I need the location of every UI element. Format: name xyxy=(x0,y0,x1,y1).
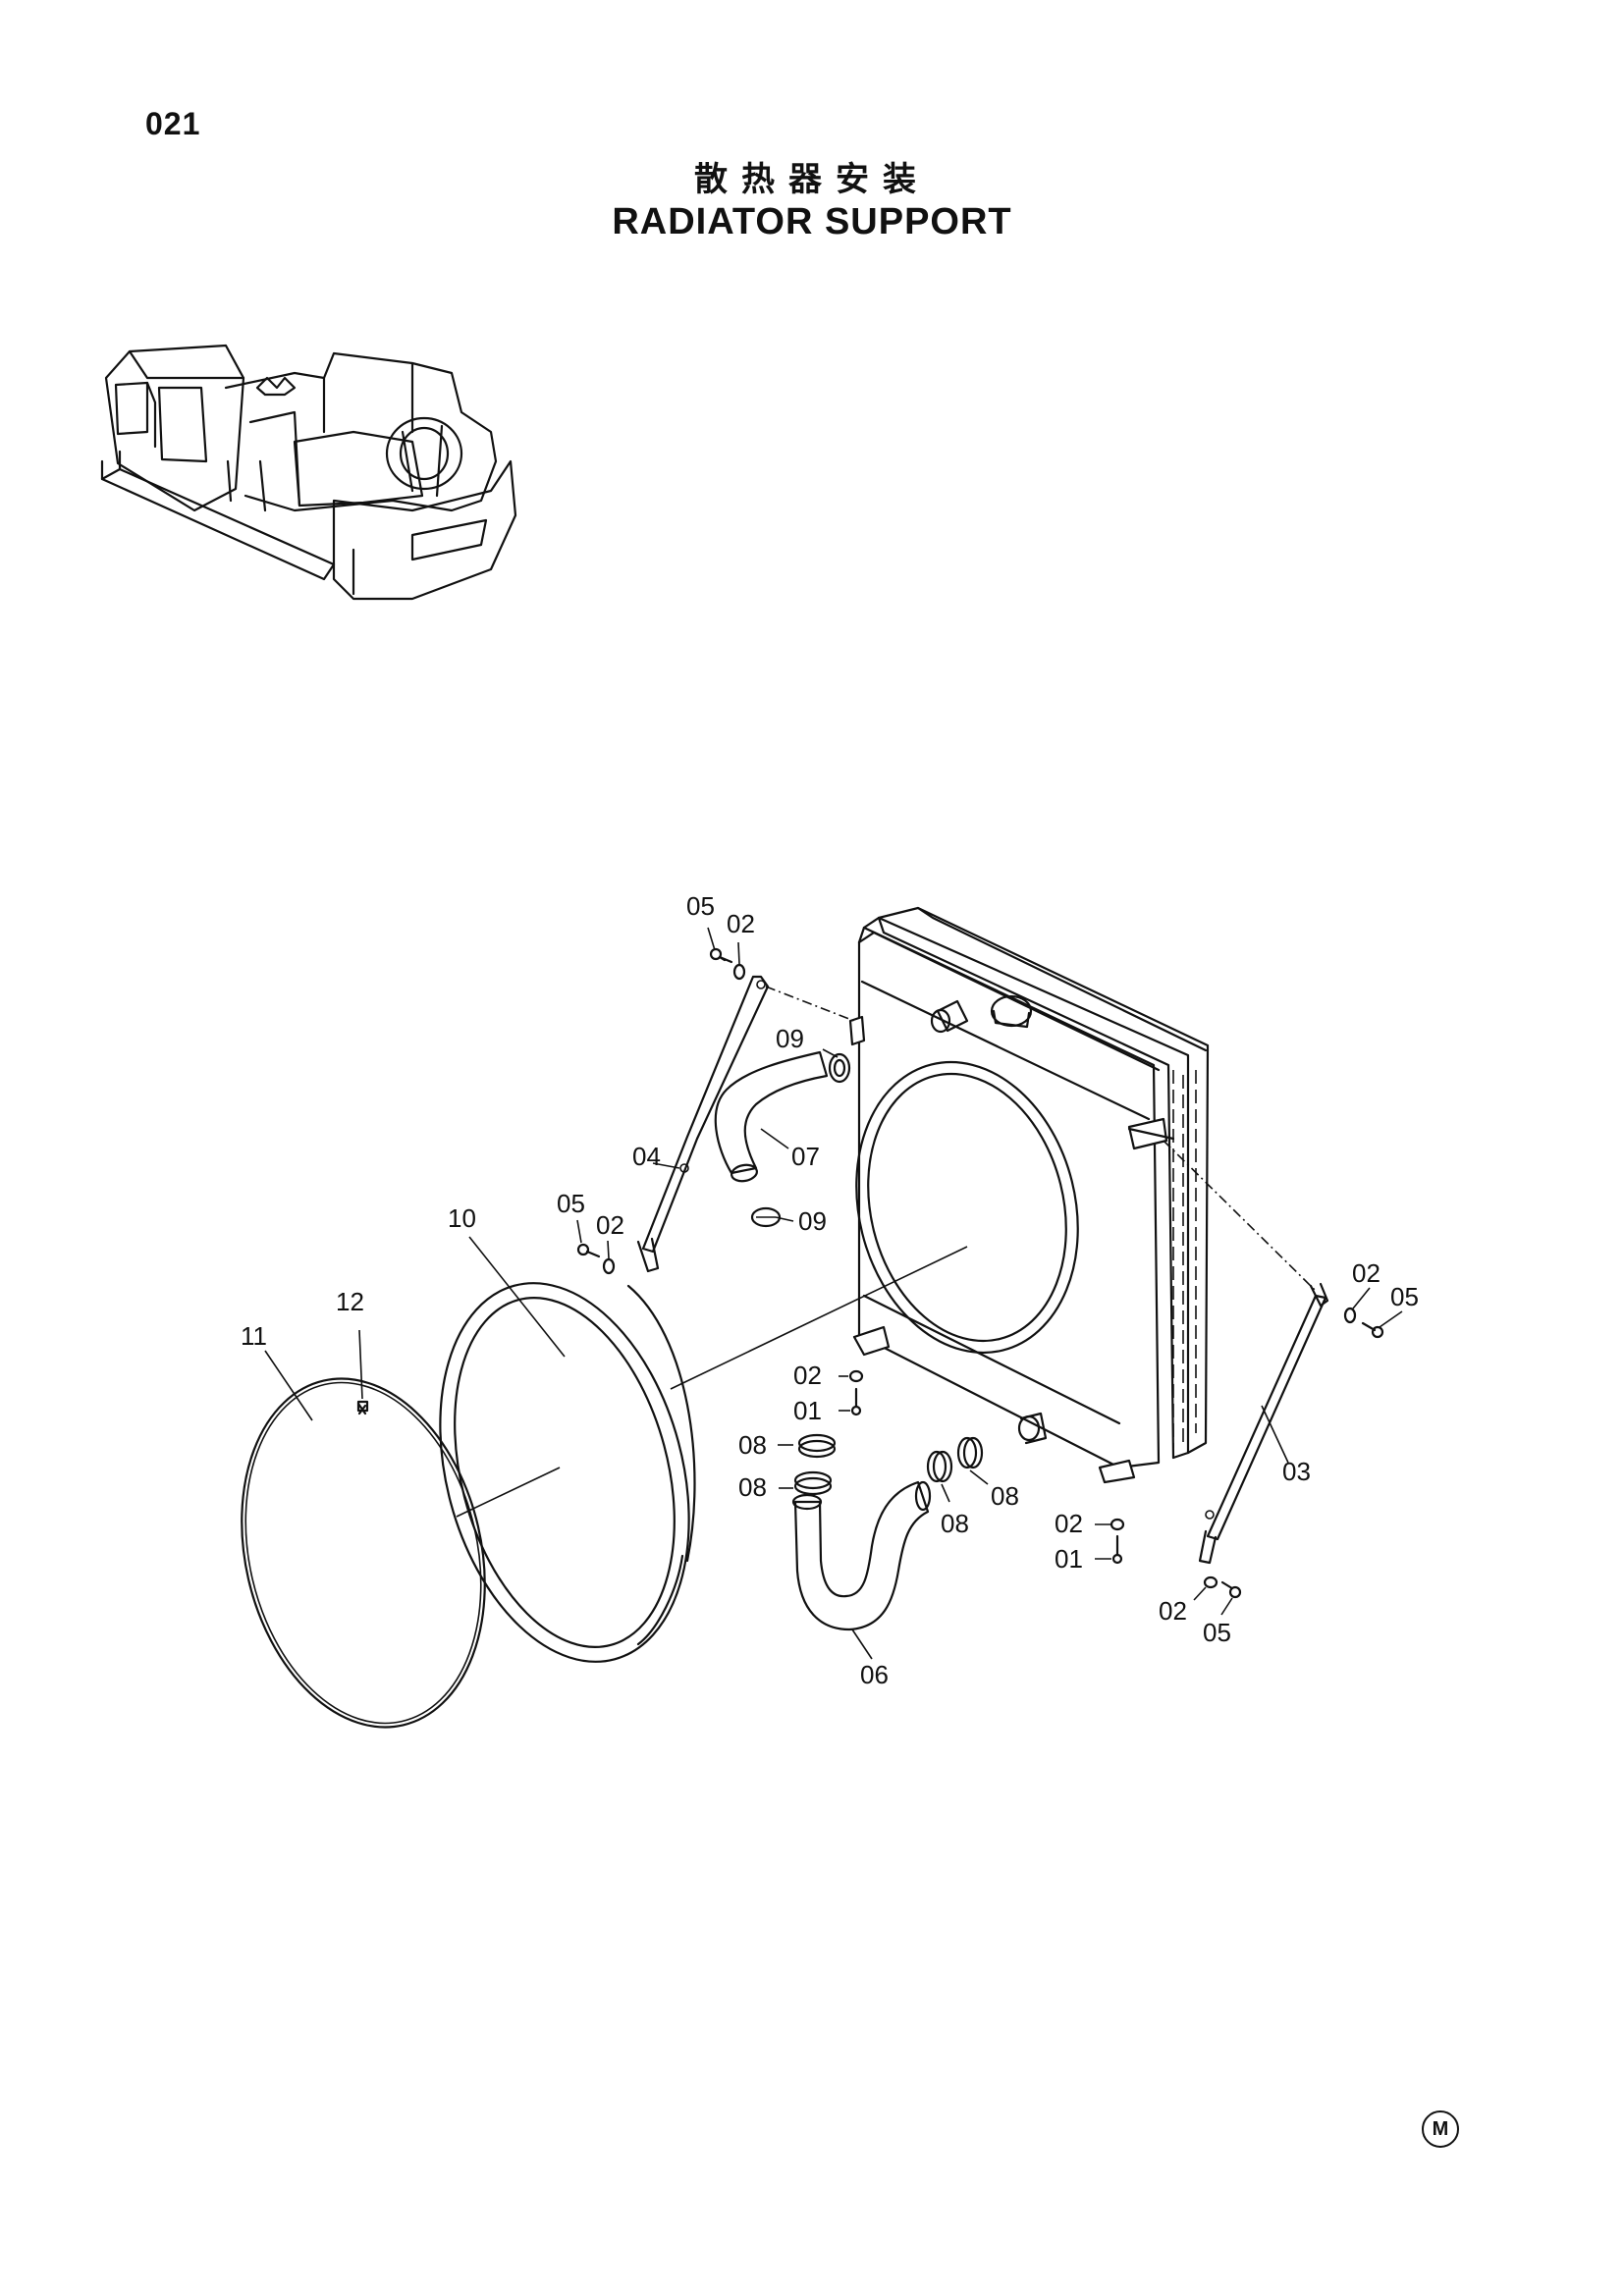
stay-rod-04 xyxy=(636,975,855,1273)
callout-01-mid: 01 xyxy=(793,1396,822,1425)
callout-07: 07 xyxy=(791,1142,820,1171)
page-title-english: RADIATOR SUPPORT xyxy=(612,201,1012,242)
callout-06: 06 xyxy=(860,1660,889,1689)
callout-05-bottom: 05 xyxy=(1203,1618,1231,1647)
lower-hose-06 xyxy=(791,1433,984,1631)
callout-08-a: 08 xyxy=(738,1430,767,1460)
stay-rod-03 xyxy=(1163,1140,1329,1565)
leader-lines xyxy=(264,927,1403,1660)
callout-12: 12 xyxy=(336,1287,364,1316)
callout-02-right: 02 xyxy=(1352,1258,1380,1288)
callout-08-d: 08 xyxy=(991,1481,1019,1511)
callout-02-mid: 02 xyxy=(793,1361,822,1390)
callout-02-left: 02 xyxy=(596,1210,624,1240)
callout-08-b: 08 xyxy=(738,1472,767,1502)
callout-labels: 05 02 09 04 07 09 05 02 10 12 11 02 05 0… xyxy=(241,891,1419,1689)
callout-10: 10 xyxy=(448,1203,476,1233)
seal-ring-11 xyxy=(241,1377,486,1729)
callout-02-bottom: 02 xyxy=(1159,1596,1187,1626)
upper-hose-07 xyxy=(714,1050,851,1228)
callout-04: 04 xyxy=(632,1142,661,1171)
callout-08-c: 08 xyxy=(941,1509,969,1538)
radiator-core xyxy=(848,906,1210,1484)
callout-05-left: 05 xyxy=(557,1189,585,1218)
callout-03: 03 xyxy=(1282,1457,1311,1486)
page-number: 021 xyxy=(145,106,201,141)
page-title-chinese: 散热器安装 xyxy=(694,160,930,199)
callout-01-lower: 01 xyxy=(1055,1544,1083,1574)
maker-mark: M xyxy=(1422,2110,1459,2148)
callout-05-top: 05 xyxy=(686,891,715,921)
callout-02-lower: 02 xyxy=(1055,1509,1083,1538)
machine-location-thumbnail xyxy=(100,344,517,601)
callout-11: 11 xyxy=(241,1321,267,1351)
callout-09-upper: 09 xyxy=(776,1024,804,1053)
callout-09-lower: 09 xyxy=(798,1206,827,1236)
callout-05-right: 05 xyxy=(1390,1282,1419,1311)
fan-shroud-ring-10 xyxy=(439,1246,968,1663)
callout-02-top: 02 xyxy=(727,909,755,938)
fasteners xyxy=(576,947,1384,1599)
